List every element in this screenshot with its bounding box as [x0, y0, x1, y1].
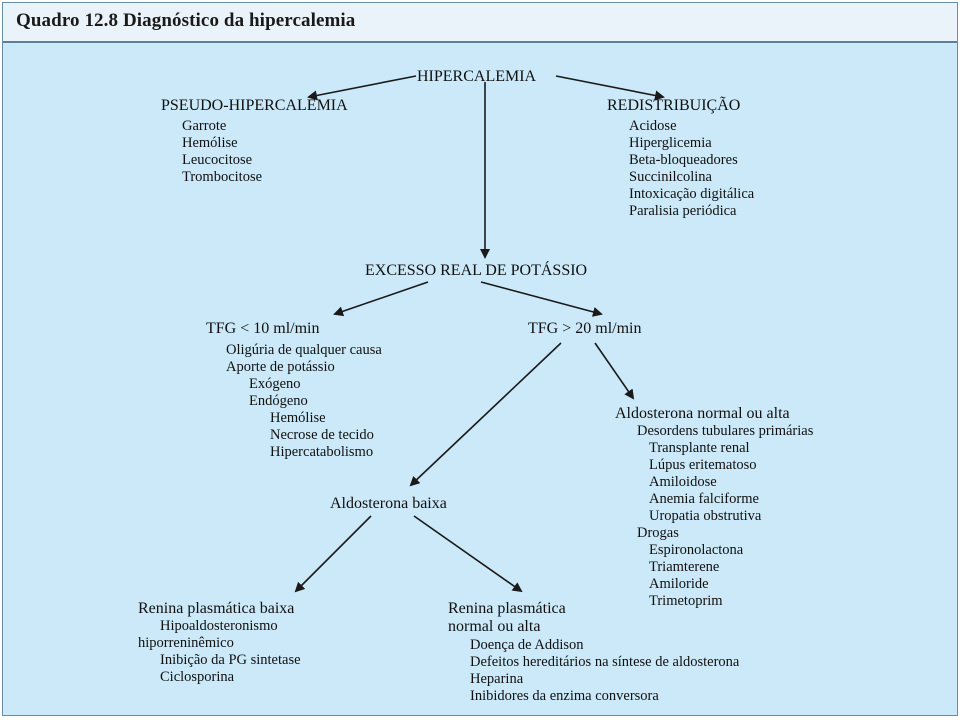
node-pseudo-hipercalemia: PSEUDO-HIPERCALEMIA	[161, 97, 348, 114]
node-aldosterona-normal: Aldosterona normal ou alta	[615, 405, 790, 422]
redistribution-item: Intoxicação digitálica	[629, 186, 755, 202]
redistribution-item: Beta-bloqueadores	[629, 152, 738, 168]
title-bar: Quadro 12.8 Diagnóstico da hipercalemia	[3, 3, 957, 43]
tfg-low-item: Hipercatabolismo	[270, 444, 374, 460]
renin-normal-item: Doença de Addison	[470, 637, 584, 653]
node-aldosterona-baixa: Aldosterona baixa	[330, 495, 447, 512]
aldo-normal-item: Transplante renal	[649, 440, 750, 456]
pseudo-item: Hemólise	[182, 135, 238, 151]
aldo-normal-item: Lúpus eritematoso	[649, 457, 757, 473]
arrow-aldo-low-to-renin-low	[294, 515, 372, 593]
pseudo-item: Trombocitose	[182, 169, 263, 185]
aldo-normal-item: Amiloride	[649, 576, 709, 592]
arrow-aldo-low-to-renin-normal	[413, 515, 523, 593]
tfg-low-item: Endógeno	[249, 393, 308, 409]
tfg-low-item: Hemólise	[270, 410, 326, 426]
aldo-normal-item: Trimetoprim	[649, 593, 723, 609]
aldo-normal-item: Amiloidose	[649, 474, 717, 490]
diagram-canvas: HIPERCALEMIA PSEUDO-HIPERCALEMIA Garrote…	[3, 3, 957, 715]
renin-normal-item: Heparina	[470, 671, 524, 687]
node-renina-baixa: Renina plasmática baixa	[138, 600, 295, 617]
redistribution-item: Paralisia periódica	[629, 203, 737, 219]
aldo-normal-item: Anemia falciforme	[649, 491, 759, 507]
redistribution-item: Acidose	[629, 118, 677, 134]
renin-low-item: Ciclosporina	[160, 669, 235, 685]
renin-normal-item: Inibidores da enzima conversora	[470, 688, 659, 704]
redistribution-item: Succinilcolina	[629, 169, 712, 185]
aldo-normal-item: Triamterene	[649, 559, 720, 575]
node-tfg-low: TFG < 10 ml/min	[206, 320, 320, 337]
node-excesso-real: EXCESSO REAL DE POTÁSSIO	[365, 262, 588, 279]
tfg-low-item: Necrose de tecido	[270, 427, 374, 443]
node-tfg-high: TFG > 20 ml/min	[528, 320, 642, 337]
tfg-low-item: Exógeno	[249, 376, 301, 392]
renin-low-item: hiporreninêmico	[138, 635, 234, 651]
pseudo-item: Leucocitose	[182, 152, 253, 168]
node-renina-normal-line1: Renina plasmática	[448, 600, 566, 617]
arrow-root-to-pseudo	[307, 75, 417, 101]
redistribution-item: Hiperglicemia	[629, 135, 712, 151]
renin-low-item: Inibição da PG sintetase	[160, 652, 301, 668]
tfg-low-item: Oligúria de qualquer causa	[226, 342, 382, 358]
arrow-root-to-redistribution	[555, 75, 665, 101]
aldo-normal-item: Espironolactona	[649, 542, 744, 558]
renin-low-item: Hipoaldosteronismo	[160, 618, 278, 634]
aldo-normal-item: Uropatia obstrutiva	[649, 508, 762, 524]
node-hipercalemia: HIPERCALEMIA	[417, 68, 537, 85]
pseudo-item: Garrote	[182, 118, 227, 134]
tfg-low-item: Aporte de potássio	[226, 359, 335, 375]
arrow-excess-to-tfg-high	[480, 281, 603, 317]
arrow-excess-to-tfg-low	[333, 281, 429, 317]
diagram-title: Quadro 12.8 Diagnóstico da hipercalemia	[16, 10, 356, 31]
node-redistribuicao: REDISTRIBUIÇÃO	[607, 97, 741, 114]
renin-normal-item: Defeitos hereditários na síntese de aldo…	[470, 654, 740, 670]
node-renina-normal-line2: normal ou alta	[448, 618, 541, 635]
arrow-tfg-high-to-aldo-normal	[594, 342, 635, 400]
aldo-normal-item: Desordens tubulares primárias	[637, 423, 814, 439]
connector-layer	[294, 75, 665, 593]
aldo-normal-item: Drogas	[637, 525, 679, 541]
arrow-tfg-high-to-aldo-low	[409, 342, 562, 487]
